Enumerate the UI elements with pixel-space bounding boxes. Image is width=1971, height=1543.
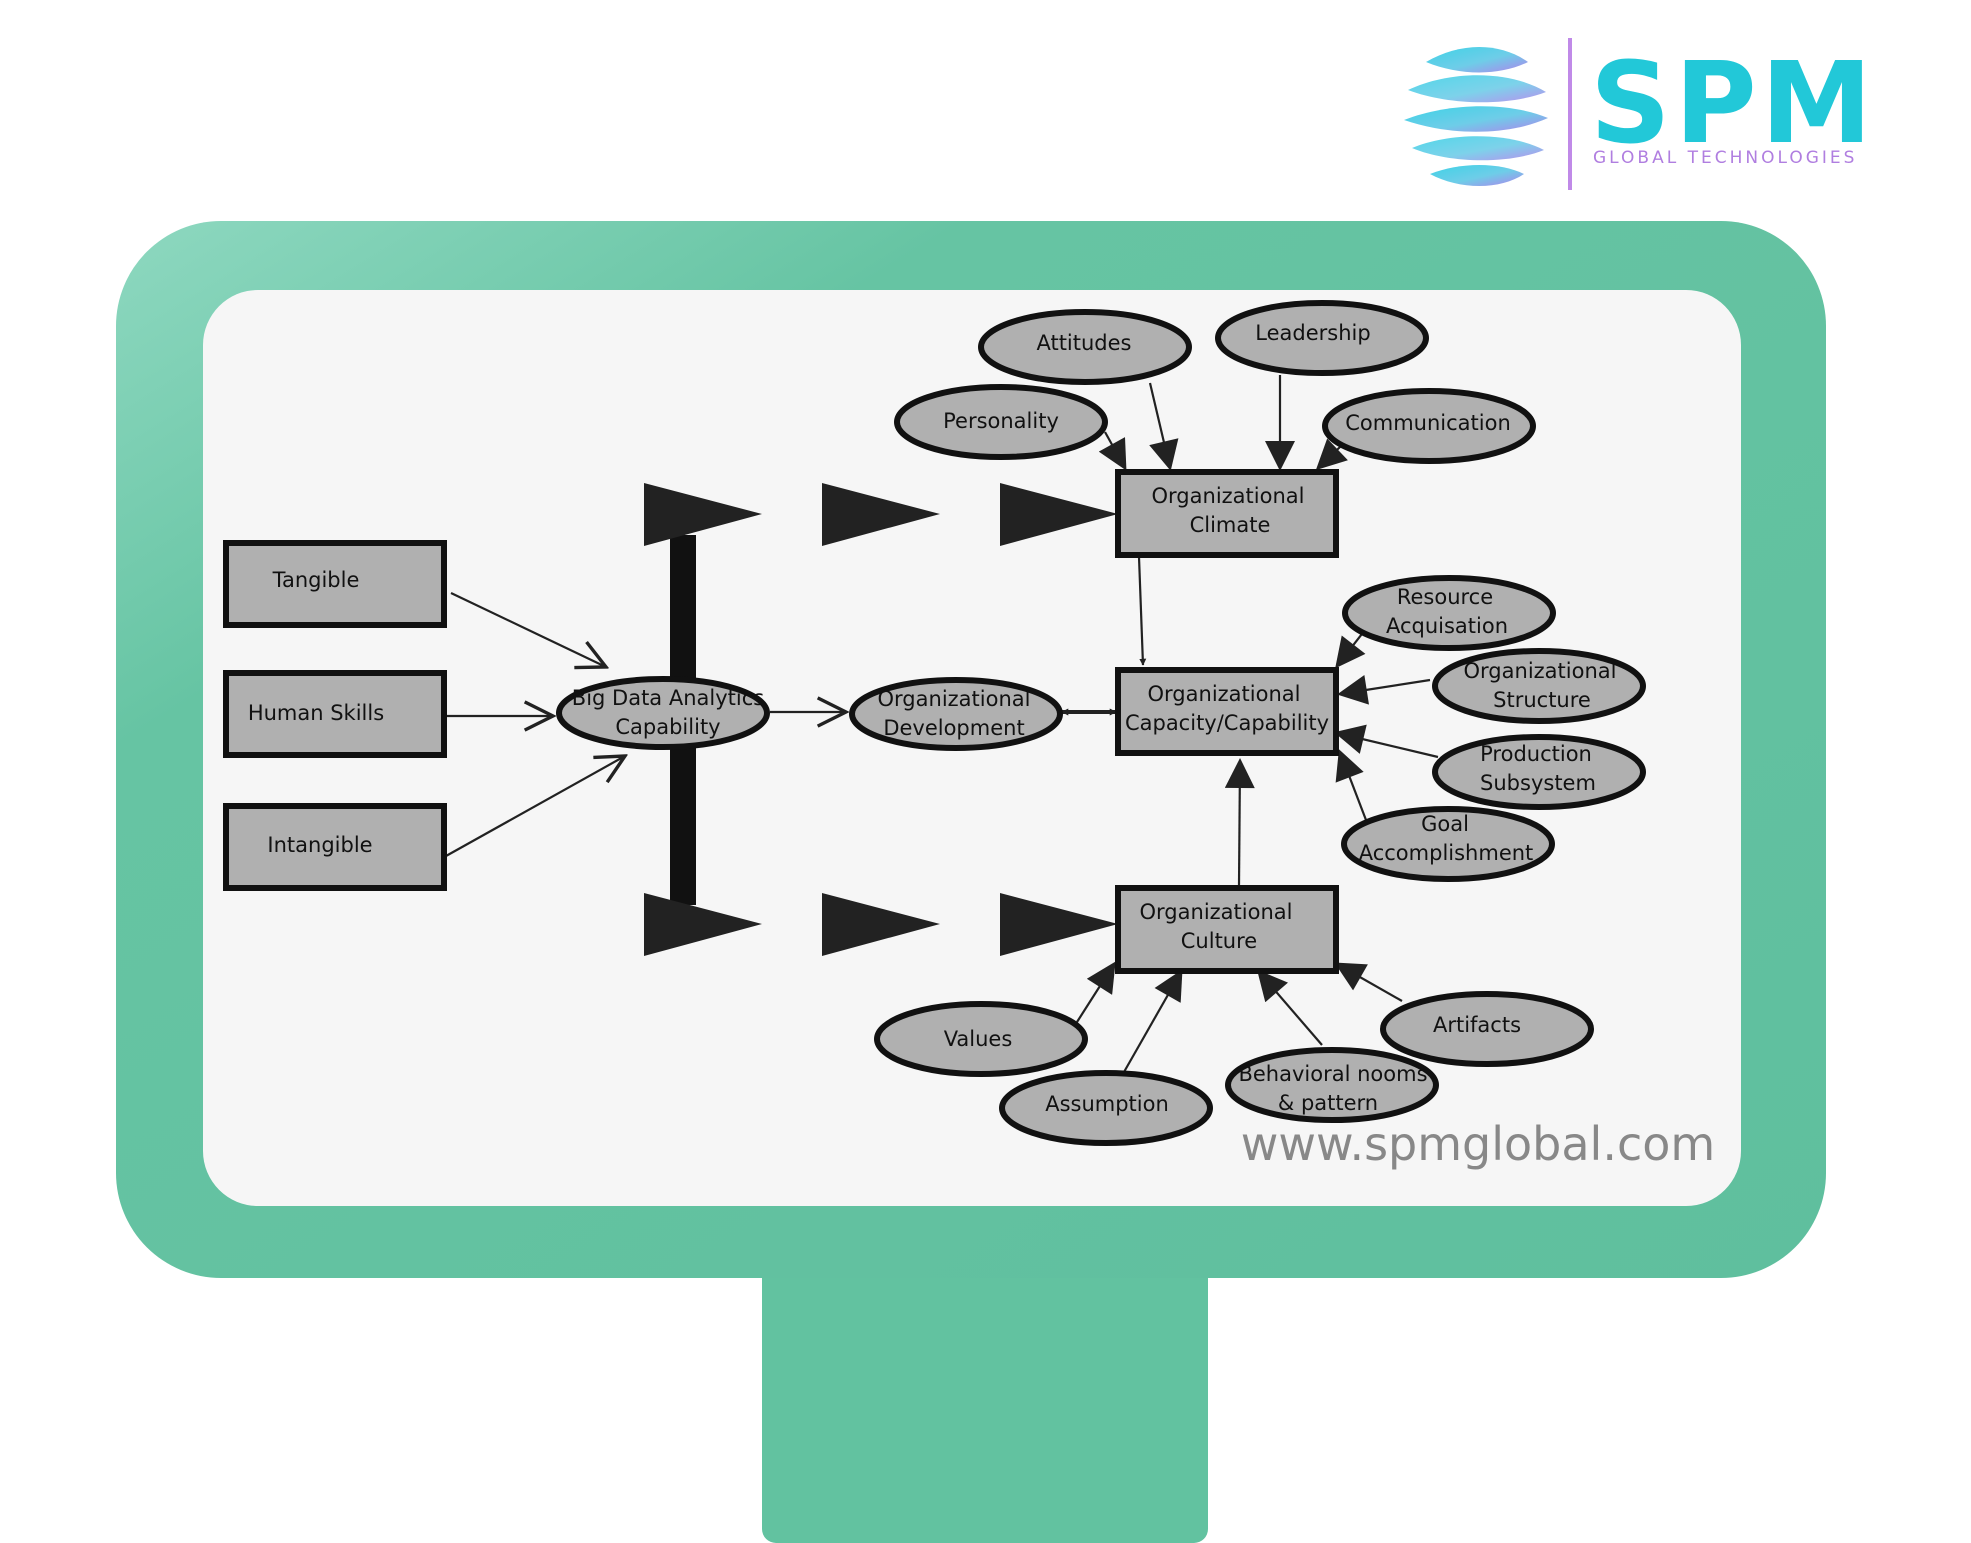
node-production-ellipse bbox=[1432, 734, 1646, 810]
node-climate-box bbox=[1115, 469, 1339, 558]
monitor-stand bbox=[762, 1240, 1208, 1543]
node-artifacts-ellipse bbox=[1380, 991, 1594, 1067]
triangle-top-3 bbox=[1000, 483, 1118, 546]
node-center-ellipse bbox=[556, 676, 770, 750]
connectors bbox=[445, 375, 1439, 1073]
node-goal-ellipse bbox=[1341, 806, 1555, 882]
node-values: Values bbox=[944, 1027, 1013, 1051]
node-attitudes: Attitudes bbox=[1036, 331, 1131, 355]
arrow-assumption bbox=[1123, 969, 1183, 1073]
org-boxes bbox=[1115, 469, 1339, 974]
node-personality: Personality bbox=[943, 409, 1059, 433]
node-human-skills-box bbox=[223, 670, 447, 758]
node-goal-line1: Goal bbox=[1421, 812, 1469, 836]
node-values-ellipse bbox=[874, 1001, 1088, 1077]
triangle-top-2 bbox=[822, 483, 940, 546]
node-structure-ellipse bbox=[1432, 648, 1646, 724]
node-personality-ellipse bbox=[894, 384, 1108, 460]
node-tangible: Tangible bbox=[272, 568, 360, 592]
input-nodes bbox=[223, 540, 447, 891]
triangle-top-1 bbox=[644, 483, 762, 546]
arrow-tangible bbox=[450, 592, 606, 667]
arrow-communication bbox=[1315, 438, 1348, 471]
arrow-intangible bbox=[445, 756, 625, 857]
arrow-goal bbox=[1335, 749, 1368, 821]
node-human-skills: Human Skills bbox=[248, 701, 384, 725]
node-communication-ellipse bbox=[1322, 388, 1536, 464]
node-culture-line1: Organizational bbox=[1140, 900, 1293, 924]
node-leadership: Leadership bbox=[1255, 321, 1370, 345]
node-attitudes-ellipse bbox=[978, 309, 1192, 385]
node-behavioral-line2: & pattern bbox=[1278, 1091, 1378, 1115]
node-behavioral-ellipse bbox=[1225, 1047, 1439, 1123]
flow-triangles bbox=[644, 483, 1118, 956]
arrow-resource bbox=[1335, 629, 1366, 669]
arrow-production bbox=[1334, 724, 1439, 759]
node-production-line1: Production bbox=[1480, 742, 1592, 766]
node-development-line1: Organizational bbox=[878, 687, 1031, 711]
node-goal-line2: Accomplishment bbox=[1359, 841, 1534, 865]
arrow-artifacts bbox=[1334, 962, 1403, 1002]
arrow-behavioral bbox=[1257, 969, 1323, 1046]
node-structure-line1: Organizational bbox=[1464, 659, 1617, 683]
node-communication: Communication bbox=[1345, 411, 1511, 435]
node-structure-line2: Structure bbox=[1493, 688, 1591, 712]
node-capacity-line2: Capacity/Capability bbox=[1125, 711, 1329, 735]
arrow-climate-capacity bbox=[1137, 556, 1147, 666]
node-capacity-box bbox=[1115, 667, 1339, 756]
node-intangible: Intangible bbox=[267, 833, 372, 857]
node-development-line2: Development bbox=[883, 716, 1024, 740]
brand-divider bbox=[1568, 38, 1572, 190]
node-assumption-ellipse bbox=[999, 1070, 1213, 1146]
brand-tagline: GLOBAL TECHNOLOGIES bbox=[1593, 148, 1858, 168]
triangle-bottom-1 bbox=[644, 893, 762, 956]
node-climate-line1: Organizational bbox=[1152, 484, 1305, 508]
node-capacity-line1: Organizational bbox=[1148, 682, 1301, 706]
arrow-personality bbox=[1098, 431, 1127, 471]
ellipse-nodes bbox=[556, 300, 1646, 1146]
node-behavioral-line1: Behavioral nooms bbox=[1238, 1062, 1427, 1086]
node-tangible-box bbox=[223, 540, 447, 628]
node-artifacts: Artifacts bbox=[1433, 1013, 1521, 1037]
node-intangible-box bbox=[223, 803, 447, 891]
arrow-attitudes bbox=[1148, 382, 1179, 471]
brand-name: SPM bbox=[1590, 39, 1877, 169]
node-assumption: Assumption bbox=[1045, 1092, 1169, 1116]
node-production-line2: Subsystem bbox=[1480, 771, 1596, 795]
node-resource-line2: Acquisation bbox=[1386, 614, 1508, 638]
node-culture-line2: Culture bbox=[1181, 929, 1257, 953]
arrow-culture-capacity bbox=[1224, 758, 1255, 886]
website-url: www.spmglobal.com bbox=[1241, 1117, 1715, 1171]
node-resource-line1: Resource bbox=[1397, 585, 1493, 609]
node-leadership-ellipse bbox=[1215, 300, 1429, 376]
triangle-bottom-3 bbox=[1000, 893, 1118, 956]
node-culture-box bbox=[1115, 885, 1339, 974]
sphere-logo-icon bbox=[1404, 47, 1548, 186]
arrow-structure bbox=[1337, 675, 1431, 705]
node-center-line1: Big Data Analytics bbox=[572, 686, 764, 710]
brand-logo: SPM GLOBAL TECHNOLOGIES bbox=[1390, 30, 1910, 200]
arrow-values bbox=[1076, 961, 1116, 1023]
node-resource-ellipse bbox=[1342, 575, 1556, 651]
node-center-line2: Capability bbox=[615, 715, 720, 739]
node-climate-line2: Climate bbox=[1190, 513, 1271, 537]
triangle-bottom-2 bbox=[822, 893, 940, 956]
node-development-ellipse bbox=[849, 677, 1063, 751]
